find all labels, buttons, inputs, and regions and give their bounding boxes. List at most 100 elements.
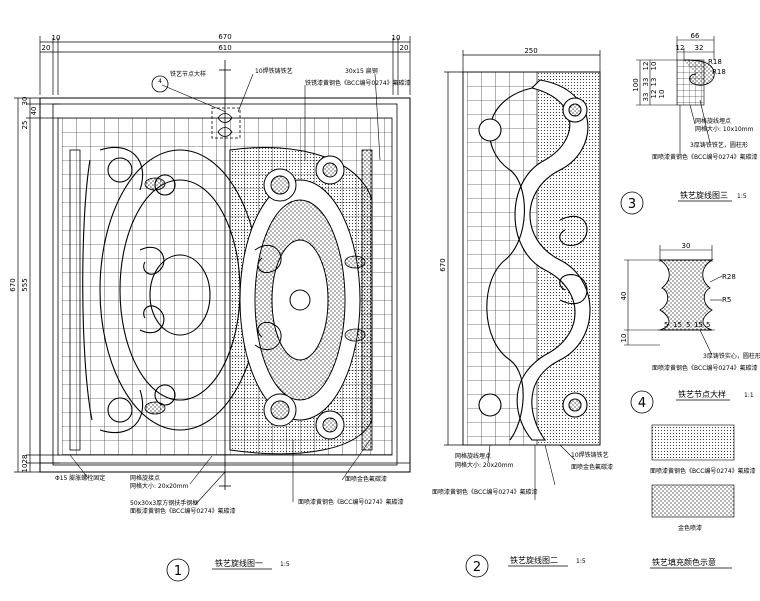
legend-label-gold: 金色喷漆	[678, 524, 702, 532]
v2-number: 2	[473, 560, 481, 575]
legend-swatch-copper	[651, 424, 735, 461]
v3-title-block: 3 铁艺旋线图三 1:5	[620, 190, 747, 215]
v4-node-profile	[658, 259, 714, 331]
v1-left-dimensions	[14, 97, 60, 473]
v1-title: 铁艺旋线图一	[215, 558, 263, 568]
v4-scale: 1:1	[744, 392, 754, 399]
v3-dim-33a: 33	[642, 78, 650, 87]
v1-scale: 1:5	[280, 561, 290, 568]
v1-number: 1	[174, 564, 182, 579]
v4-title-block: 4 铁艺节点大样 1:1	[630, 389, 754, 414]
v3-scale: 1:5	[737, 193, 747, 200]
legend-title: 铁艺填充颜色示意	[652, 557, 716, 567]
v4-number: 4	[638, 396, 646, 411]
note-node-callout: 铁艺节点大样	[170, 70, 206, 78]
v3-scroll	[683, 59, 715, 86]
v1-top-dimensions	[39, 36, 411, 95]
dim-top-b: 40	[30, 107, 38, 116]
v2-note-paint: 面喷漆黄钢色《BCC编号0274》氟碳漆	[432, 488, 538, 496]
v2-scroll-ornament	[478, 79, 591, 441]
v3-dim-100: 100	[632, 78, 640, 91]
v1-center-post	[211, 60, 241, 490]
dim-overall-height: 670	[9, 278, 17, 291]
note-mesh-spot: 网格旋接点	[130, 474, 160, 482]
dim-bottom-b: 10	[21, 464, 29, 473]
v2-note-mesh-size: 网格大小: 20x20mm	[455, 461, 514, 469]
v3-dim-10b: 10	[658, 90, 666, 99]
dim-top-a: 30	[21, 97, 29, 106]
dim-bottom-a: 28	[21, 455, 29, 464]
dim-inner-height: 555	[21, 278, 29, 291]
fill-legend: 面喷漆黄钢色《BCC编号0274》氟碳漆 金色喷漆 铁艺填充颜色示意	[650, 424, 756, 569]
v4-leaders	[699, 275, 723, 356]
v2-dim-width: 250	[524, 47, 537, 55]
note-bolt: Φ15 膨胀螺栓固定	[55, 474, 105, 482]
dim-overall-width: 670	[218, 33, 231, 41]
v4-dim-40: 40	[620, 292, 628, 301]
v3-title: 铁艺旋线图三	[680, 190, 728, 200]
v3-note-mesh: 网格旋线埋点	[695, 117, 731, 125]
v3-note-paint: 面喷漆黄钢色《BCC编号0274》氟碳漆	[652, 153, 758, 161]
v3-dim-10h: 10	[650, 62, 658, 71]
v1-callout-4: 4	[151, 75, 169, 93]
v4-dim-10: 10	[620, 334, 628, 343]
legend-swatch-gold	[651, 484, 735, 518]
note-copper-paint: 面喷漆黄钢色《BCC编号0274》氟碳漆	[298, 498, 404, 506]
v3-dim-12: 12	[676, 44, 685, 52]
v2-title: 铁艺旋线图二	[510, 555, 558, 565]
v1-title-block: 1 铁艺旋线图一 1:5	[166, 558, 290, 582]
note-mesh-size: 网格大小: 20x20mm	[130, 482, 189, 490]
v2-note-mesh-spot: 网格旋线埋点	[455, 452, 491, 460]
dim-right-margin: 20	[400, 44, 409, 52]
v4-dim-r5: R5	[722, 296, 731, 304]
callout-4-number: 4	[158, 78, 162, 85]
dim-top-c: 25	[21, 121, 29, 130]
note-frame-paint2: 面板漆黄钢色《BCC编号0274》氟碳漆	[130, 507, 236, 515]
v3-dim-32: 32	[695, 44, 704, 52]
v3-dim-12h: 12	[642, 62, 650, 71]
v3-dimensions	[636, 36, 715, 106]
v3-leaders	[679, 99, 711, 155]
note-welded-bar: 10焊铁铸铁艺	[255, 67, 293, 75]
v2-note-gold: 面喷金色氟碳漆	[571, 463, 613, 471]
view-3: 66 12 32 100 12 10 33 13 33 12 10 R18 R1…	[620, 32, 758, 215]
v3-dim-13: 13	[650, 78, 658, 87]
v3-dim-33b: 33	[642, 93, 650, 102]
v4-dim-30: 30	[682, 242, 691, 250]
v4-dim-5c: 5	[706, 321, 710, 329]
v2-dim-height: 670	[439, 258, 447, 271]
v1-leaders	[69, 73, 381, 506]
view-2: 250 670 网格旋线埋点 网格大小: 20x20mm 面喷漆黄钢色《BCC编…	[432, 47, 613, 578]
dim-left-small: 10	[52, 34, 61, 42]
v1-right-ornament	[229, 147, 373, 455]
v4-note-welded: 3厚铸铁实心，圆柱形	[703, 352, 760, 360]
legend-label-copper: 面喷漆黄钢色《BCC编号0274》氟碳漆	[650, 467, 756, 475]
v3-dim-66: 66	[691, 32, 700, 40]
note-gold-paint: 面喷金色氟碳漆	[345, 475, 387, 483]
dim-left-margin: 20	[42, 44, 51, 52]
view-1: 670 610 20 10 10 20 670 555 30 40 25 28 …	[9, 33, 411, 582]
note-frame-paint: 铁锈漆黄钢色《BCC编号0274》氟碳漆	[305, 79, 411, 87]
v1-side-rosettes	[69, 149, 373, 451]
v4-dim-5a: 5	[664, 321, 668, 329]
v2-scale: 1:5	[576, 558, 586, 565]
dim-inner-width: 610	[218, 44, 231, 52]
v3-note-mesh-size: 网格大小: 10x10mm	[695, 125, 754, 133]
v2-dimensions	[444, 50, 601, 446]
v3-number: 3	[628, 197, 636, 212]
dim-right-small: 10	[392, 34, 401, 42]
v4-title: 铁艺节点大样	[678, 389, 726, 399]
v3-dim-r18b: R18	[712, 68, 726, 76]
view-4: 30 40 10 5 15 5 15 5 R28 R5 3厚铸铁实心，圆柱形 面…	[620, 242, 760, 414]
note-flat-steel: 50x30x3厚方钢扶手钢框	[130, 499, 198, 507]
v2-note-weld: 10焊铁铸铁艺	[571, 451, 609, 459]
v4-dim-r28: R28	[722, 273, 736, 281]
v3-dim-r18: R18	[708, 58, 722, 66]
v3-dim-12b: 12	[650, 90, 658, 99]
v3-note-welded: 3厚铸铁铁艺，圆柱形	[690, 141, 748, 149]
note-square-tube: 30x15 扁钢	[345, 67, 378, 75]
v2-title-block: 2 铁艺旋线图二 1:5	[465, 554, 586, 578]
v2-leaders	[487, 444, 576, 500]
v4-note-paint: 面喷漆黄钢色《BCC编号0274》氟碳漆	[652, 364, 758, 372]
